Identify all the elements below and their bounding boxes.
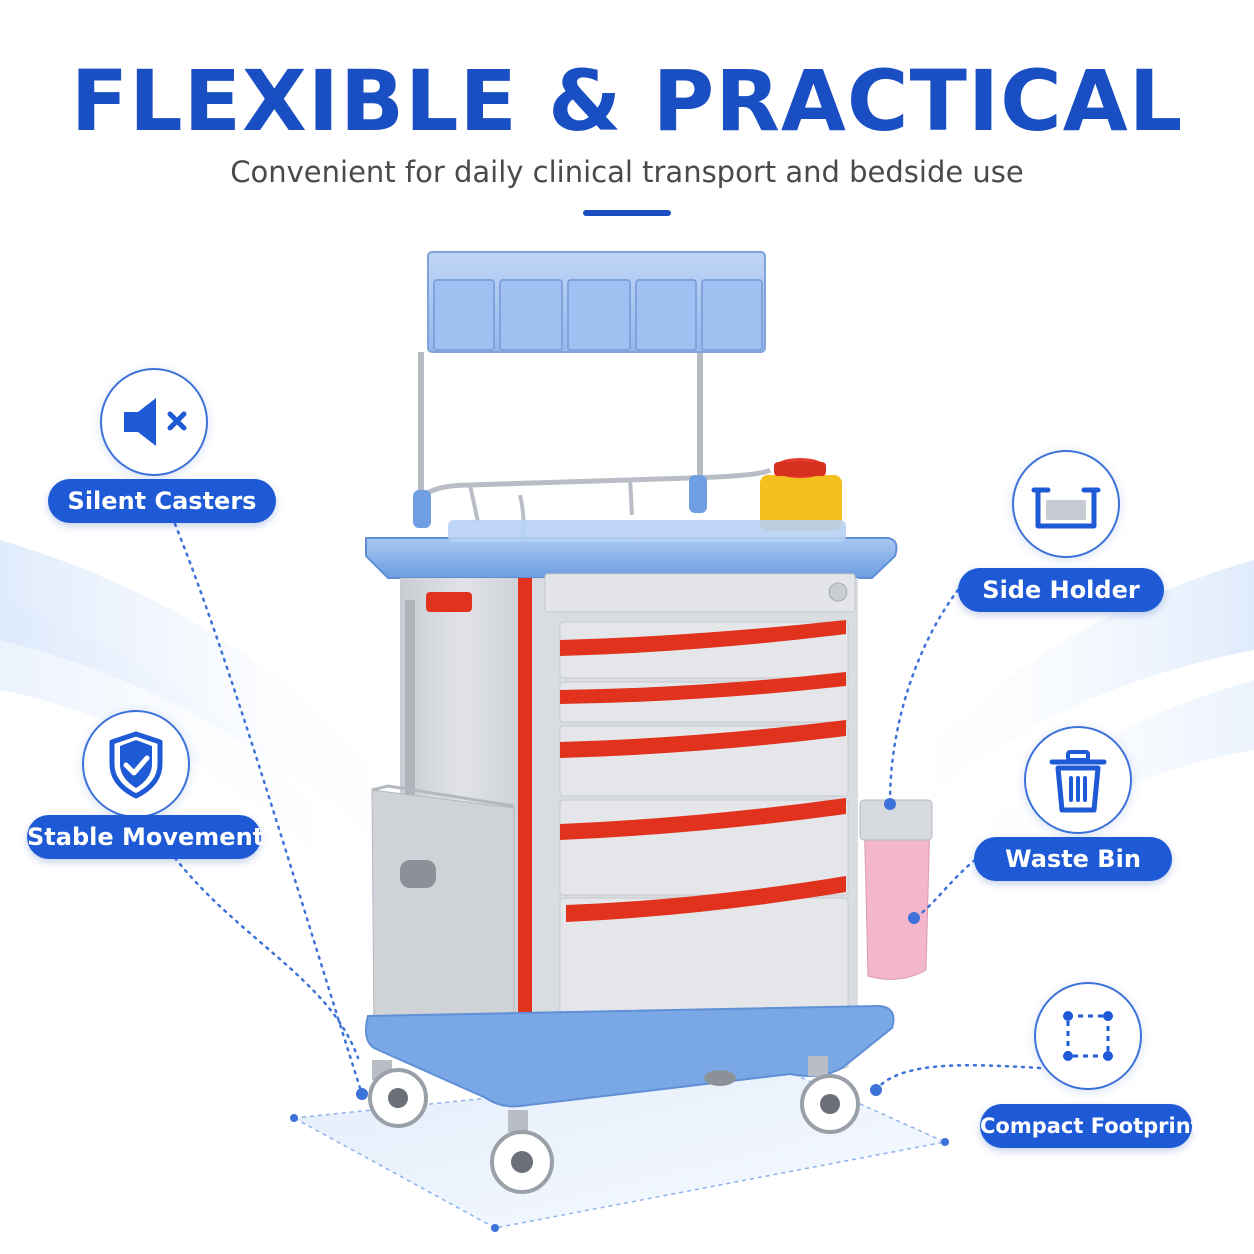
stable-movement-label: Stable Movement — [27, 815, 264, 859]
title-underline — [583, 210, 671, 216]
silent-casters-icon-badge — [100, 368, 208, 476]
dashed-square-icon — [1063, 1011, 1113, 1061]
page-subtitle: Convenient for daily clinical transport … — [230, 155, 1024, 189]
waste-bin-icon-badge — [1024, 726, 1132, 834]
compact-footprint-icon-badge — [1034, 982, 1142, 1090]
waste-bin-label: Waste Bin — [974, 837, 1172, 881]
side-holder-label: Side Holder — [958, 568, 1164, 612]
stable-movement-icon-badge — [82, 710, 190, 818]
shield-check-icon — [109, 731, 163, 799]
compact-footprint-label: Compact Footprint — [980, 1104, 1201, 1148]
trash-bin-icon — [1049, 750, 1107, 813]
speaker-mute-icon — [124, 398, 187, 446]
side-holder-icon-badge — [1012, 450, 1120, 558]
page-title: FLEXIBLE & PRACTICAL — [70, 52, 1184, 150]
silent-casters-label: Silent Casters — [48, 479, 276, 523]
tray-holder-icon — [1031, 487, 1101, 529]
